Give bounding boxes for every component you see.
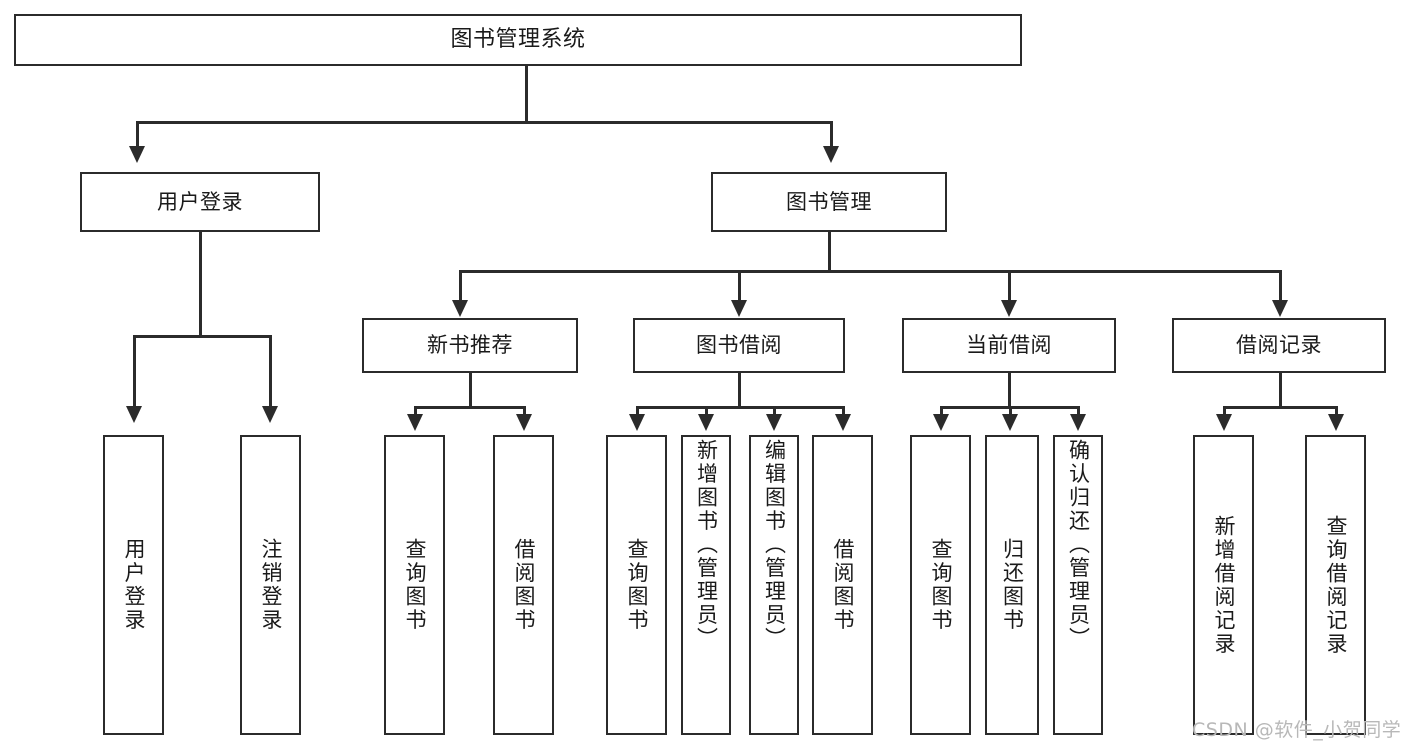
node-label: 查询图书: [625, 538, 649, 632]
connector-drop-edit-book: [773, 406, 776, 418]
leaf-add-borrow-record[interactable]: 新增借阅记录: [1193, 435, 1254, 735]
leaf-query-book-c[interactable]: 查询图书: [910, 435, 971, 735]
connector-drop-borrow-book-a: [523, 406, 526, 418]
node-label: 查询图书: [929, 538, 953, 632]
leaf-edit-book-admin[interactable]: 编辑图书（管理员）: [749, 435, 799, 735]
arrow-book-borrow: [731, 300, 747, 317]
arrow-new-book-rec: [452, 300, 468, 317]
connector-user-login-stem: [199, 232, 202, 335]
connector-drop-current-borrow: [1008, 270, 1011, 302]
arrow-query-book-c: [933, 414, 949, 431]
connector-drop-add-borrow-record: [1223, 406, 1226, 418]
arrow-confirm-return: [1070, 414, 1086, 431]
arrow-borrow-book-b: [835, 414, 851, 431]
connector-drop-borrow-book-b: [842, 406, 845, 418]
leaf-borrow-book-b[interactable]: 借阅图书: [812, 435, 873, 735]
connector-root-bar: [136, 121, 832, 124]
connector-new-book-bar: [414, 406, 525, 409]
node-new-book-recommend[interactable]: 新书推荐: [362, 318, 578, 373]
node-label: 新书推荐: [427, 333, 513, 358]
node-label: 查询借阅记录: [1324, 514, 1348, 656]
node-borrow-record[interactable]: 借阅记录: [1172, 318, 1386, 373]
connector-drop-add-book: [705, 406, 708, 418]
connector-drop-borrow-record: [1279, 270, 1282, 302]
connector-root-stem: [525, 66, 528, 121]
node-user-login[interactable]: 用户登录: [80, 172, 320, 232]
arrow-book-manage: [823, 146, 839, 163]
arrow-current-borrow: [1001, 300, 1017, 317]
node-root-library-system[interactable]: 图书管理系统: [14, 14, 1022, 66]
arrow-borrow-book-a: [516, 414, 532, 431]
connector-drop-confirm-return: [1077, 406, 1080, 418]
connector-book-borrow-stem: [738, 373, 741, 406]
connector-book-manage-bar: [459, 270, 1282, 273]
connector-drop-query-book-c: [940, 406, 943, 418]
leaf-return-book[interactable]: 归还图书: [985, 435, 1039, 735]
arrow-add-borrow-record: [1216, 414, 1232, 431]
arrow-query-book-a: [407, 414, 423, 431]
connector-drop-query-borrow-record: [1335, 406, 1338, 418]
node-label: 用户登录: [157, 189, 243, 214]
connector-drop-query-book-b: [636, 406, 639, 418]
connector-drop-query-book-a: [414, 406, 417, 418]
leaf-logout-login[interactable]: 注销登录: [240, 435, 301, 735]
connector-drop-leaf-logout: [269, 335, 272, 408]
arrow-query-book-b: [629, 414, 645, 431]
node-label: 新增图书（管理员）: [694, 439, 719, 651]
connector-borrow-record-bar: [1223, 406, 1337, 409]
arrow-borrow-record: [1272, 300, 1288, 317]
node-current-borrow[interactable]: 当前借阅: [902, 318, 1116, 373]
arrow-add-book: [698, 414, 714, 431]
leaf-borrow-book-a[interactable]: 借阅图书: [493, 435, 554, 735]
node-book-manage[interactable]: 图书管理: [711, 172, 947, 232]
node-label: 用户登录: [122, 538, 146, 632]
connector-drop-user-login: [136, 121, 139, 148]
connector-drop-book-borrow: [738, 270, 741, 302]
node-label: 当前借阅: [966, 333, 1052, 358]
arrow-edit-book: [766, 414, 782, 431]
connector-drop-new-book-rec: [459, 270, 462, 302]
connector-book-manage-stem: [828, 232, 831, 270]
node-label: 新增借阅记录: [1212, 514, 1236, 656]
arrow-leaf-logout: [262, 406, 278, 423]
node-label: 借阅记录: [1236, 333, 1322, 358]
node-label: 借阅图书: [512, 538, 536, 632]
connector-new-book-stem: [469, 373, 472, 406]
leaf-query-book-a[interactable]: 查询图书: [384, 435, 445, 735]
connector-current-borrow-stem: [1008, 373, 1011, 406]
arrow-return-book: [1002, 414, 1018, 431]
leaf-query-book-b[interactable]: 查询图书: [606, 435, 667, 735]
node-label: 注销登录: [259, 538, 283, 632]
arrow-leaf-user-login: [126, 406, 142, 423]
leaf-add-book-admin[interactable]: 新增图书（管理员）: [681, 435, 731, 735]
connector-borrow-record-stem: [1279, 373, 1282, 406]
node-book-borrow[interactable]: 图书借阅: [633, 318, 845, 373]
connector-drop-leaf-user-login: [133, 335, 136, 408]
node-label: 图书管理: [786, 189, 872, 214]
node-label: 编辑图书（管理员）: [762, 439, 787, 651]
connector-book-borrow-bar: [636, 406, 844, 409]
node-label: 借阅图书: [831, 538, 855, 632]
node-label: 图书管理系统: [450, 27, 586, 53]
connector-drop-return-book: [1009, 406, 1012, 418]
node-label: 图书借阅: [696, 333, 782, 358]
node-label: 确认归还（管理员）: [1066, 439, 1091, 651]
arrow-query-borrow-record: [1328, 414, 1344, 431]
arrow-user-login: [129, 146, 145, 163]
leaf-confirm-return-admin[interactable]: 确认归还（管理员）: [1053, 435, 1103, 735]
connector-user-login-bar: [133, 335, 272, 338]
node-label: 归还图书: [1000, 538, 1025, 632]
leaf-query-borrow-record[interactable]: 查询借阅记录: [1305, 435, 1366, 735]
csdn-watermark: CSDN @软件_小贺同学: [1192, 719, 1402, 741]
node-label: 查询图书: [403, 538, 427, 632]
leaf-user-login[interactable]: 用户登录: [103, 435, 164, 735]
connector-drop-book-manage: [830, 121, 833, 148]
